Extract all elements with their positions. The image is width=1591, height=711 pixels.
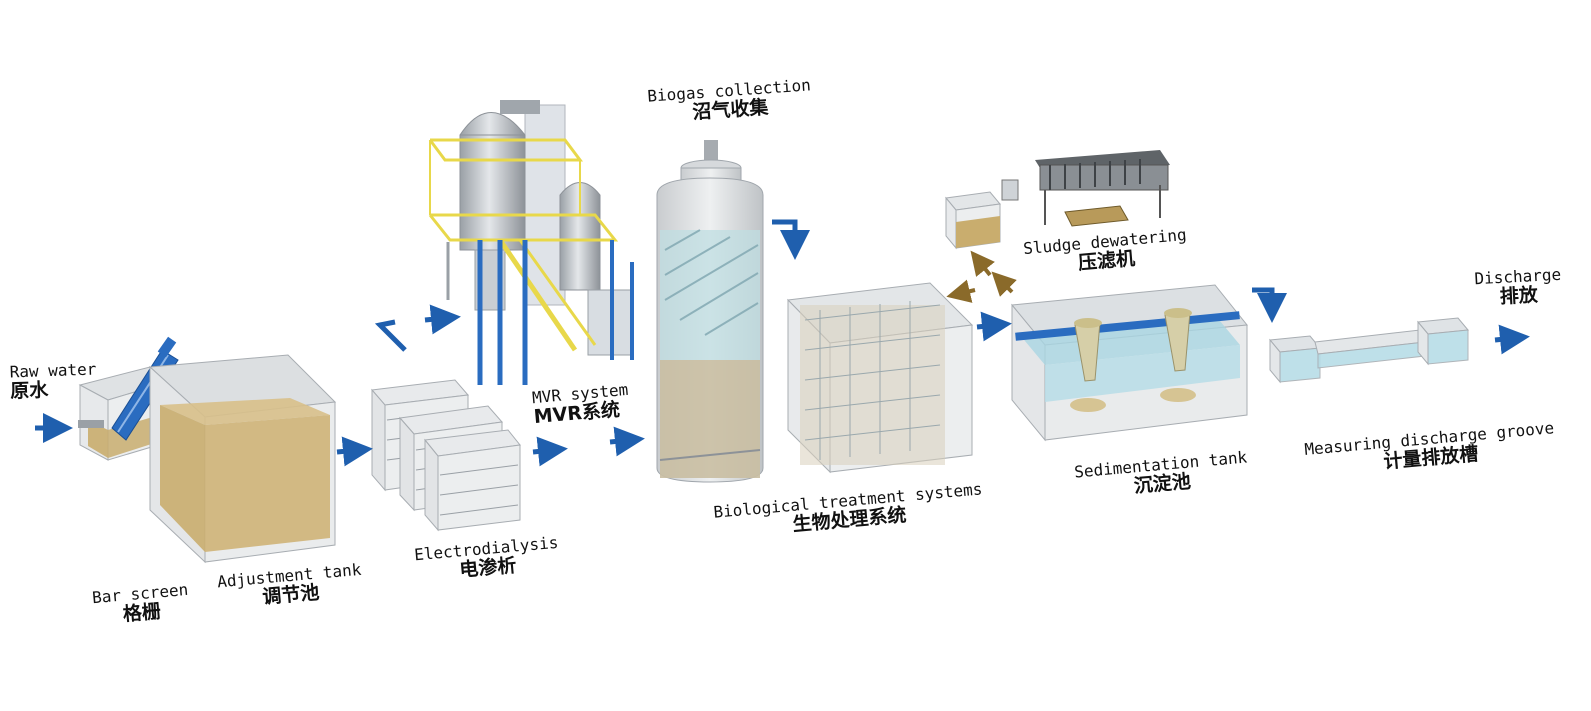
sedimentation-tank xyxy=(1011,284,1248,442)
sludge-arrow xyxy=(946,279,976,303)
flow-arrow xyxy=(1494,324,1530,355)
flow-arrow xyxy=(976,311,1012,342)
flow-arrow xyxy=(424,304,461,335)
flow-arrow xyxy=(532,436,568,467)
bar-screen-label: Bar screen 格栅 xyxy=(91,580,190,629)
sludge-arrows xyxy=(946,250,1017,303)
flow-arrow xyxy=(1252,287,1287,323)
measuring-discharge-groove xyxy=(1269,317,1469,384)
electrodialysis-unit xyxy=(371,379,521,532)
flow-arrows xyxy=(35,219,1530,467)
flow-arrow xyxy=(374,319,407,352)
adjustment-tank xyxy=(148,354,337,564)
sludge-arrow xyxy=(970,250,995,277)
flow-arrow xyxy=(336,436,373,467)
raw-water-zh: 原水 xyxy=(9,379,49,403)
mvr-system xyxy=(428,100,634,385)
sludge-arrow xyxy=(991,271,1017,297)
mvr-system-label: MVR system MVR系统 xyxy=(531,380,630,429)
anaerobic-reactor xyxy=(656,140,764,483)
raw-water-en: Raw water xyxy=(9,359,97,382)
raw-water-label: Raw water 原水 xyxy=(9,359,97,403)
discharge-label: Discharge 排放 xyxy=(1474,265,1563,311)
biological-treatment-tank xyxy=(786,282,974,474)
filter-press xyxy=(1001,150,1170,227)
sludge-hopper xyxy=(945,191,1001,250)
flow-arrow xyxy=(772,219,810,260)
flow-arrow xyxy=(609,426,645,457)
discharge-zh: 排放 xyxy=(1499,284,1539,309)
